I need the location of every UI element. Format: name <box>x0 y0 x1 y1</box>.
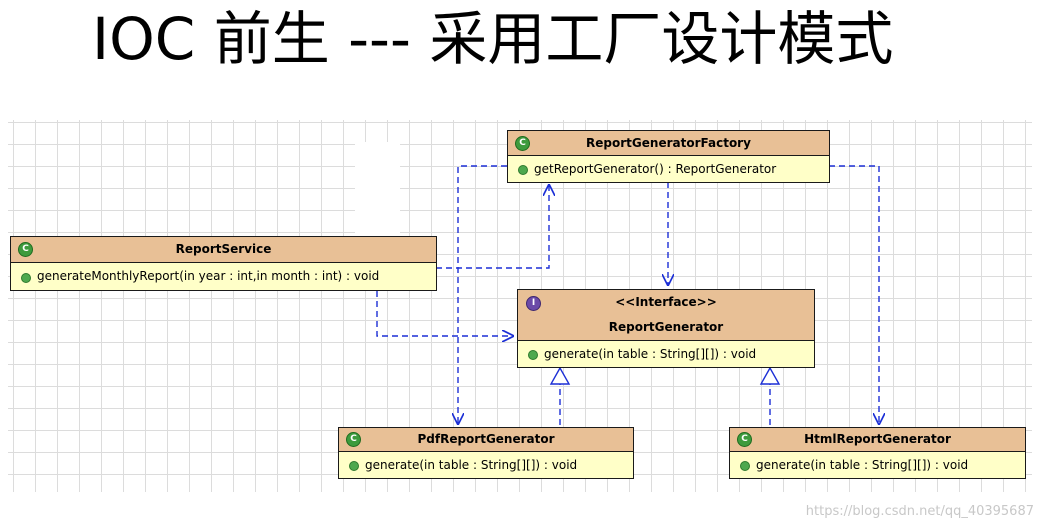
class-pdf-report-generator[interactable]: C PdfReportGenerator generate(in table :… <box>338 427 634 479</box>
class-name: ReportService <box>175 242 272 256</box>
class-icon: C <box>18 242 33 257</box>
slide-title: IOC 前生 --- 采用工厂设计模式 <box>92 5 894 73</box>
grid-blank-patch <box>355 142 400 237</box>
method-signature: generate(in table : String[][]) : void <box>544 347 757 361</box>
watermark: https://blog.csdn.net/qq_40395687 <box>805 504 1034 519</box>
method-signature: getReportGenerator() : ReportGenerator <box>534 162 777 176</box>
class-report-service[interactable]: C ReportService generateMonthlyReport(in… <box>10 236 437 291</box>
method-signature: generateMonthlyReport(in year : int,in m… <box>37 269 380 283</box>
method-signature: generate(in table : String[][]) : void <box>756 458 969 472</box>
class-icon: C <box>515 136 530 151</box>
public-method-icon <box>528 350 538 360</box>
class-name: ReportGeneratorFactory <box>586 136 751 150</box>
service-to-interface-dependency <box>376 291 514 336</box>
class-report-generator-factory[interactable]: C ReportGeneratorFactory getReportGenera… <box>507 130 830 183</box>
class-icon: C <box>346 432 361 447</box>
stereotype-label: <<Interface>> <box>615 295 717 309</box>
service-to-factory-dependency <box>436 184 549 269</box>
interface-report-generator[interactable]: I <<Interface>> ReportGenerator generate… <box>517 289 815 368</box>
class-icon: C <box>737 432 752 447</box>
public-method-icon <box>349 461 359 471</box>
method-signature: generate(in table : String[][]) : void <box>365 458 578 472</box>
class-name: HtmlReportGenerator <box>804 432 951 446</box>
class-html-report-generator[interactable]: C HtmlReportGenerator generate(in table … <box>729 427 1026 479</box>
public-method-icon <box>740 461 750 471</box>
public-method-icon <box>21 273 31 283</box>
class-name: PdfReportGenerator <box>417 432 555 446</box>
public-method-icon <box>518 165 528 175</box>
interface-name: ReportGenerator <box>608 320 724 334</box>
pdf-realization-arrowhead <box>549 366 571 385</box>
factory-to-pdf-dependency <box>458 165 507 425</box>
html-realization-arrowhead <box>759 366 781 385</box>
interface-icon: I <box>526 296 541 311</box>
factory-to-html-dependency <box>829 165 879 425</box>
